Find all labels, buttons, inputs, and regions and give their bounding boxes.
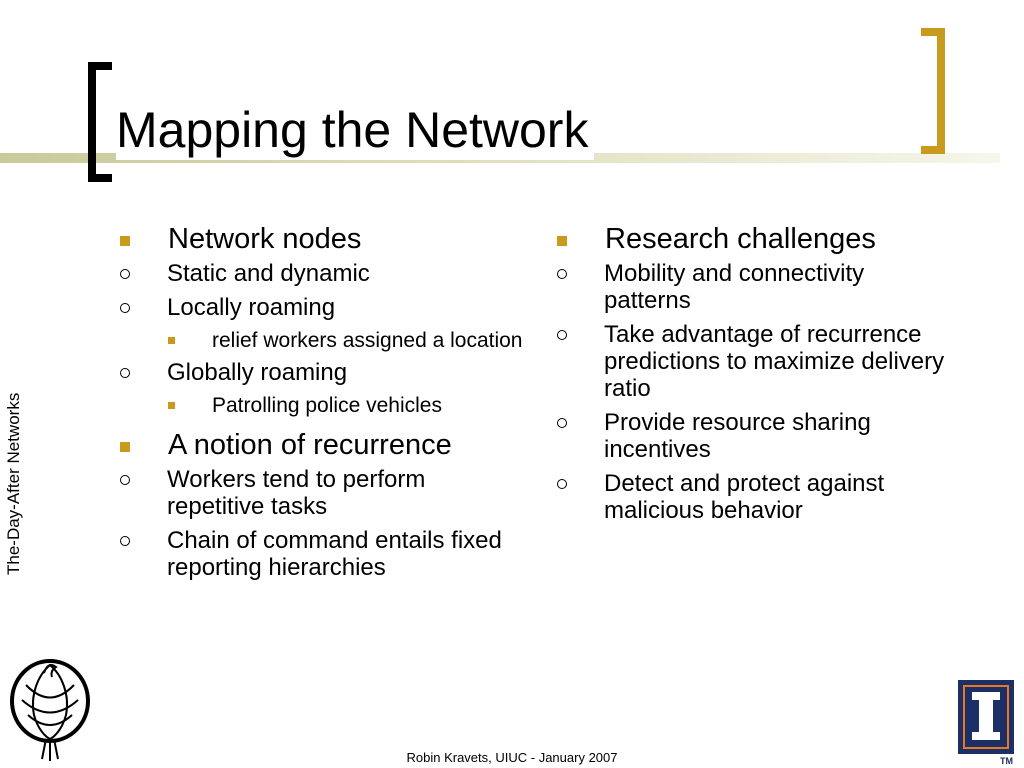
square-bullet-icon bbox=[120, 236, 130, 246]
side-label: The-Day-After Networks bbox=[4, 392, 23, 575]
left-bracket-decoration bbox=[88, 62, 112, 182]
circle-bullet-icon bbox=[557, 418, 567, 428]
square-bullet-icon bbox=[557, 236, 567, 246]
sub-bullet: Detect and protect against malicious beh… bbox=[505, 470, 955, 524]
square-bullet-icon bbox=[120, 442, 130, 452]
sub-bullet-text: Locally roaming bbox=[167, 294, 336, 321]
bullet-research-challenges: Research challenges bbox=[555, 222, 955, 256]
sub-bullet-text: Detect and protect against malicious beh… bbox=[604, 470, 885, 524]
right-bracket-decoration bbox=[921, 28, 945, 154]
circle-bullet-icon bbox=[120, 475, 130, 485]
circle-bullet-icon bbox=[120, 536, 130, 546]
sub-sub-bullet-text: relief workers assigned a location bbox=[212, 329, 523, 352]
bullet-text: A notion of recurrence bbox=[168, 429, 452, 461]
sub-bullet: Provide resource sharing incentives bbox=[505, 409, 955, 463]
sub-sub-bullet-text: Patrolling police vehicles bbox=[212, 394, 442, 417]
sub-bullet-text: Globally roaming bbox=[167, 359, 348, 386]
sub-bullet-text: Provide resource sharing incentives bbox=[604, 409, 871, 463]
sub-bullet: Workers tend to perform repetitive tasks bbox=[68, 466, 528, 520]
sub-sub-bullet: relief workers assigned a location bbox=[68, 328, 528, 353]
bullet-text: Research challenges bbox=[605, 223, 876, 255]
bullet-recurrence: A notion of recurrence bbox=[118, 428, 528, 462]
sub-bullet: Take advantage of recurrence predictions… bbox=[505, 321, 955, 402]
circle-bullet-icon bbox=[557, 269, 567, 279]
sub-bullet: Mobility and connectivity patterns bbox=[505, 260, 955, 314]
footer: Robin Kravets, UIUC - January 2007 bbox=[406, 750, 618, 765]
trademark-text: TM bbox=[1000, 756, 1013, 766]
illinois-logo-icon: TM bbox=[958, 680, 1014, 766]
sub-bullet-text: Static and dynamic bbox=[167, 260, 370, 287]
slide-title: Mapping the Network bbox=[116, 100, 595, 160]
circle-bullet-icon bbox=[120, 303, 130, 313]
circle-bullet-icon bbox=[120, 368, 130, 378]
right-column: Research challenges Mobility and connect… bbox=[555, 222, 955, 531]
phoenix-logo-icon bbox=[10, 659, 90, 761]
circle-bullet-icon bbox=[557, 479, 567, 489]
left-column: Network nodes Static and dynamic Locally… bbox=[118, 222, 528, 588]
sub-bullet-text: Mobility and connectivity patterns bbox=[604, 260, 865, 314]
sub-bullet: Locally roaming bbox=[68, 294, 528, 321]
sub-bullet-text: Take advantage of recurrence predictions… bbox=[604, 321, 945, 402]
square-bullet-icon bbox=[168, 402, 175, 409]
bullet-network-nodes: Network nodes bbox=[118, 222, 528, 256]
bullet-text: Network nodes bbox=[168, 223, 362, 255]
circle-bullet-icon bbox=[557, 330, 567, 340]
sub-bullet: Static and dynamic bbox=[68, 260, 528, 287]
sub-sub-bullet: Patrolling police vehicles bbox=[68, 393, 528, 418]
circle-bullet-icon bbox=[120, 269, 130, 279]
sub-bullet-text: Workers tend to perform repetitive tasks bbox=[167, 466, 426, 520]
sub-bullet: Chain of command entails fixed reporting… bbox=[68, 527, 528, 581]
sub-bullet-text: Chain of command entails fixed reporting… bbox=[167, 527, 502, 581]
sub-bullet: Globally roaming bbox=[68, 359, 528, 386]
square-bullet-icon bbox=[168, 337, 175, 344]
